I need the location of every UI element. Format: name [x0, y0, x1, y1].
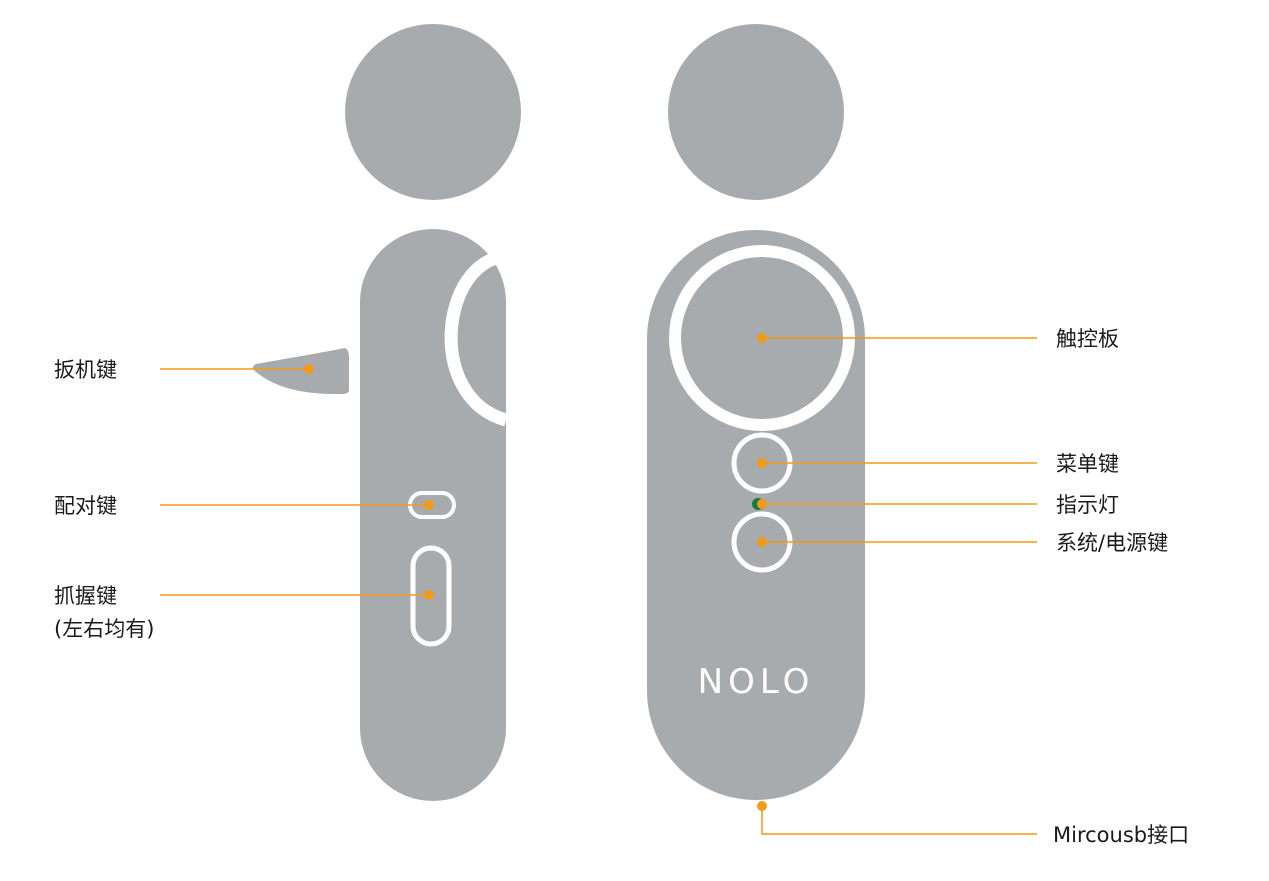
trigger-key: [253, 348, 349, 395]
side-view-touchpad-edge: [444, 249, 509, 427]
label-power: 系统/电源键: [1056, 531, 1169, 555]
callout-trigger: [160, 364, 314, 374]
grip-key: [410, 545, 452, 647]
label-menu: 菜单键: [1056, 452, 1119, 476]
label-usb: Mircousb接口: [1053, 823, 1190, 847]
callout-pair: [160, 500, 434, 510]
label-pair: 配对键: [54, 494, 117, 518]
front-view-tracking-sphere: [668, 24, 844, 200]
label-indicator: 指示灯: [1056, 493, 1119, 517]
label-touchpad: 触控板: [1056, 327, 1119, 351]
callout-menu: [757, 458, 1037, 468]
side-view-tracking-sphere: [345, 24, 521, 200]
label-grip-note: (左右均有): [54, 617, 155, 641]
callout-touchpad: [757, 333, 1037, 343]
callout-power: [757, 537, 1037, 547]
callout-grip: [160, 590, 434, 600]
label-trigger: 扳机键: [54, 358, 117, 382]
nolo-logo: NOLO: [698, 662, 815, 702]
callout-usb: [757, 801, 1037, 835]
label-grip: 抓握键: [54, 584, 117, 608]
callout-indicator: [757, 499, 1037, 509]
